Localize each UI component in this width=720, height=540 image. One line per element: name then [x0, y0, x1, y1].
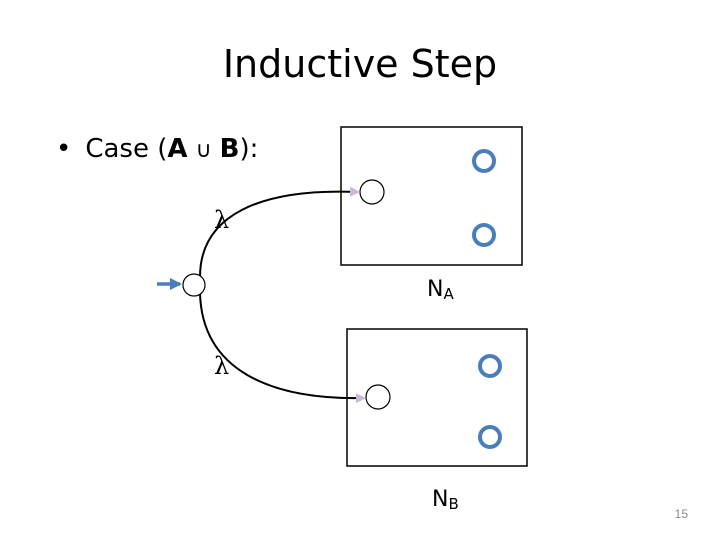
nfa-b-label-base: N — [432, 487, 449, 512]
upper-lambda-label: λ — [214, 206, 230, 234]
case-suffix: ): — [239, 134, 259, 164]
nfa-a-label: NA — [427, 277, 454, 303]
bullet-marker: • — [56, 134, 72, 164]
lower-lambda-label: λ — [214, 352, 230, 380]
nfa-a-start-state — [359, 179, 385, 205]
lambda-transition-to-a — [199, 186, 360, 278]
lambda-transition-to-b — [199, 292, 366, 404]
slide-title: Inductive Step — [222, 42, 498, 86]
nfa-b-accept-state-1 — [478, 354, 502, 378]
operand-a: A — [167, 134, 188, 164]
nfa-b-start-state — [365, 384, 391, 410]
case-bullet: • Case (A ∪ B): — [56, 134, 258, 164]
nfa-a-accept-state-2 — [472, 223, 496, 247]
nfa-a-label-sub: A — [443, 285, 454, 303]
nfa-b-label: NB — [432, 487, 459, 513]
nfa-a-label-base: N — [427, 277, 444, 302]
operand-b: B — [219, 134, 240, 164]
nfa-b-label-sub: B — [448, 495, 459, 513]
nfa-a-accept-state-1 — [472, 149, 496, 173]
nfa-b-accept-state-2 — [478, 425, 502, 449]
page-number: 15 — [674, 507, 688, 521]
new-start-state — [182, 273, 206, 297]
union-symbol: ∪ — [195, 138, 212, 163]
case-prefix: Case ( — [85, 134, 168, 164]
nfa-a-box — [340, 126, 523, 266]
